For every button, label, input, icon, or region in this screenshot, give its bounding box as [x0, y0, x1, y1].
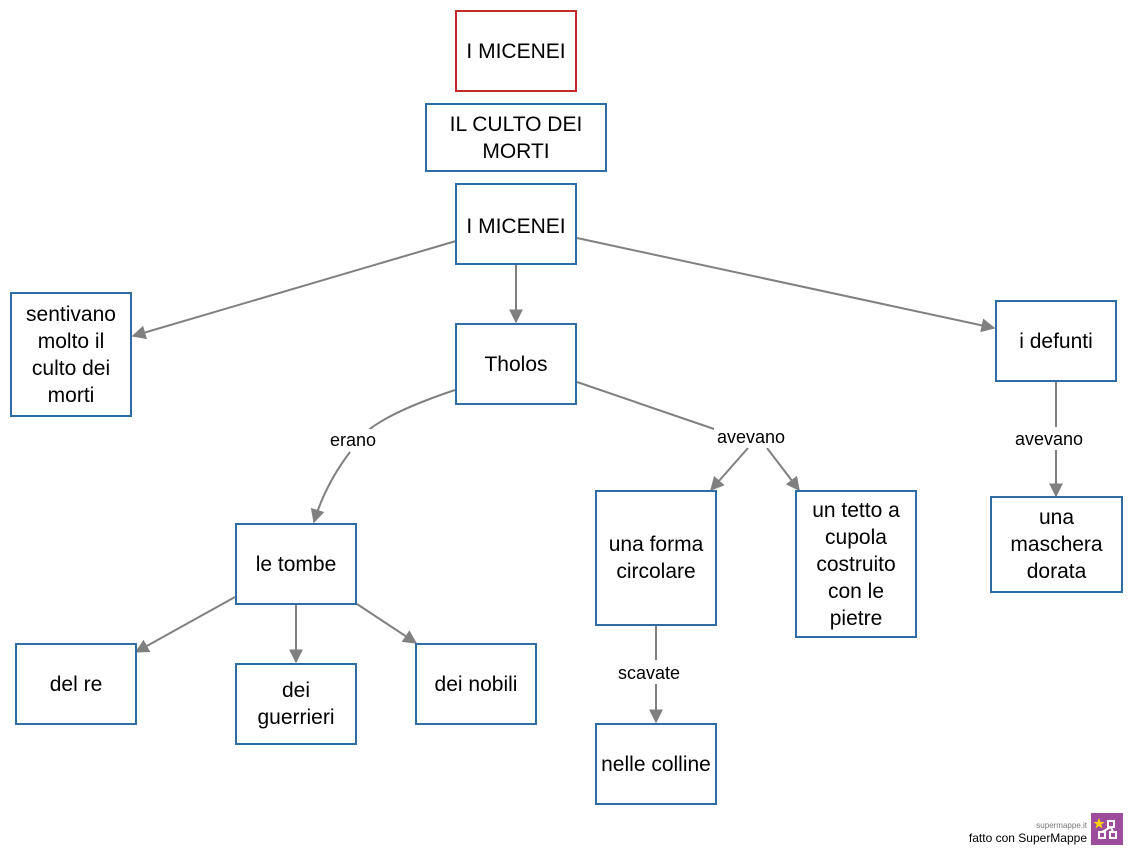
supermappe-logo-icon: [1091, 813, 1123, 845]
edge-micenei-defunti: [576, 237, 996, 333]
node-colline[interactable]: nelle colline: [595, 723, 717, 805]
node-label: Tholos: [484, 352, 548, 376]
node-label: dei guerrieri: [257, 679, 335, 729]
edge-tombe-nobili: [356, 603, 418, 644]
edge-tholos-avevano: [576, 381, 718, 431]
node-tetto-cupola[interactable]: un tetto a cupola costruito con le pietr…: [795, 490, 917, 638]
title-node-label: I MICENEI: [466, 39, 566, 63]
node-guerrieri[interactable]: dei guerrieri: [235, 663, 357, 745]
edge-avevano-forma: [710, 447, 749, 492]
node-label: una maschera dorata: [1010, 506, 1103, 583]
node-label: del re: [49, 672, 103, 696]
node-forma-circolare[interactable]: una forma circolare: [595, 490, 717, 626]
node-label: IL CULTO DEI MORTI: [449, 112, 583, 163]
supermappe-branding[interactable]: supermappe.it fatto con SuperMappe: [969, 813, 1123, 845]
node-maschera[interactable]: una maschera dorata: [990, 496, 1123, 593]
node-culto-dei-morti[interactable]: IL CULTO DEI MORTI: [425, 103, 607, 172]
edge-avevano-tetto: [766, 447, 800, 492]
edge-erano-tombe: [310, 451, 351, 524]
edge-label-scavate: scavate: [615, 662, 684, 684]
node-tholos[interactable]: Tholos: [455, 323, 577, 405]
edge-label-avevano: avevano: [714, 426, 789, 448]
edge-micenei-sentivano: [131, 240, 457, 340]
branding-label: fatto con SuperMappe: [968, 831, 1087, 845]
node-label: le tombe: [255, 552, 337, 576]
node-label: I MICENEI: [466, 215, 566, 238]
edge-tombe-re: [134, 596, 236, 653]
node-label: i defunti: [1019, 329, 1093, 353]
edge-label-erano: erano: [327, 429, 380, 451]
node-label: nelle colline: [601, 752, 711, 776]
node-sentivano[interactable]: sentivano molto il culto dei morti: [10, 292, 132, 417]
node-micenei[interactable]: I MICENEI: [455, 183, 577, 265]
title-node[interactable]: I MICENEI: [455, 10, 577, 92]
node-label: dei nobili: [434, 672, 518, 696]
node-label: un tetto a cupola costruito con le pietr…: [812, 498, 900, 630]
node-nobili[interactable]: dei nobili: [415, 643, 537, 725]
node-del-re[interactable]: del re: [15, 643, 137, 725]
edge-label-avevano: avevano: [1012, 428, 1087, 450]
node-label: una forma circolare: [608, 533, 704, 583]
node-defunti[interactable]: i defunti: [995, 300, 1117, 382]
node-tombe[interactable]: le tombe: [235, 523, 357, 605]
branding-text: supermappe.it fatto con SuperMappe: [969, 819, 1087, 845]
node-label: sentivano molto il culto dei morti: [26, 302, 116, 407]
branding-site: supermappe.it: [1036, 821, 1087, 830]
